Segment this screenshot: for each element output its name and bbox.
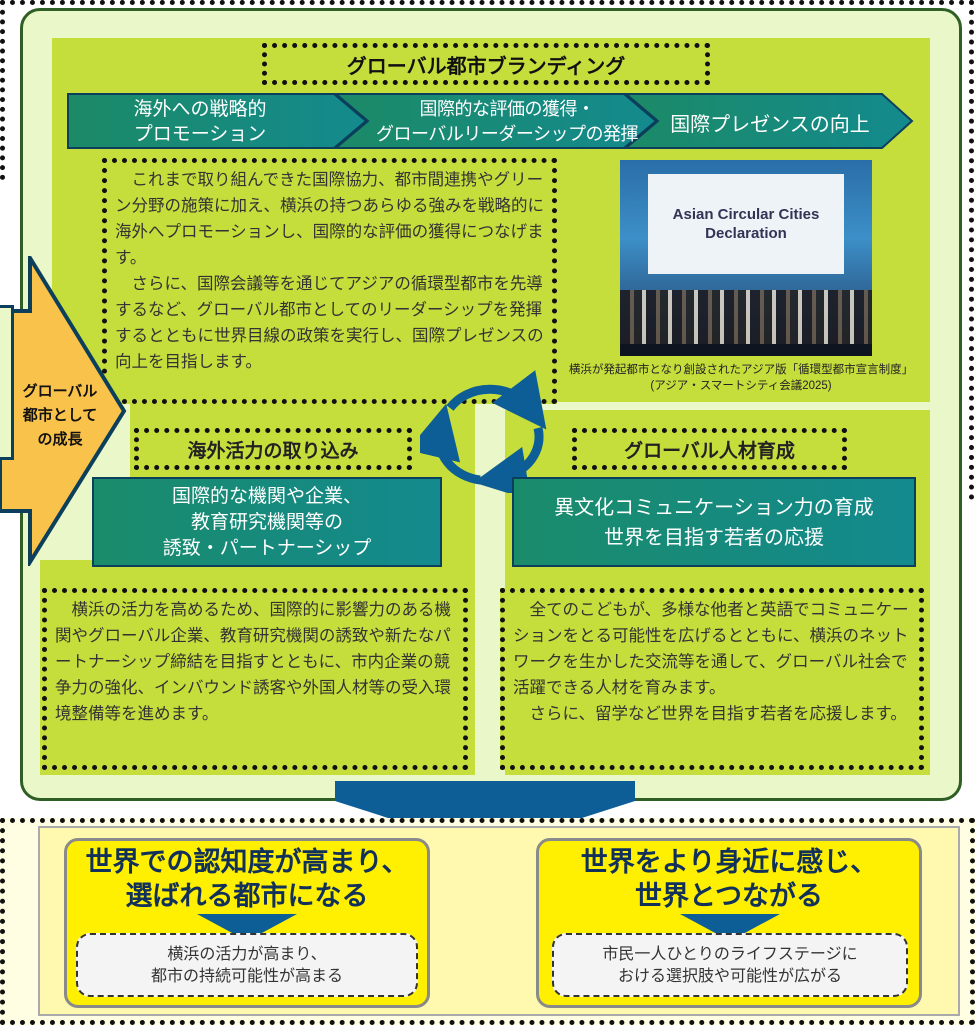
step-1-line1: 海外への戦略的: [133, 99, 267, 120]
growth-line1: グローバル: [22, 383, 98, 400]
result-1-sub-line1: 横浜の活力が高まり、: [167, 944, 327, 963]
branding-paragraphs: これまで取り組んできた国際協力、都市間連携やグリーン分野の施策に加え、横浜の持つ…: [102, 158, 557, 404]
photo-slide: Asian Circular Cities Declaration: [648, 174, 844, 274]
left-paragraph-1: 横浜の活力を高めるため、国際的に影響力のある機関やグローバル企業、教育研究機関の…: [55, 600, 451, 723]
step-2-label: 国際的な評価の獲得・ グローバルリーダーシップの発揮: [362, 94, 652, 150]
step-2-line2: グローバルリーダーシップの発揮: [376, 124, 638, 144]
growth-arrow-tail: [0, 305, 14, 460]
slide-text-1: Asian Circular Cities: [672, 206, 820, 223]
step-2-line1: 国際的な評価の獲得・: [419, 99, 596, 119]
chevron-step-2: [333, 93, 658, 149]
branding-title: グローバル都市ブランディング: [262, 43, 710, 85]
chevron-step-3: [623, 93, 914, 149]
result-1-title-line1: 世界での認知度が高まり、: [85, 847, 409, 877]
right-section-title: グローバル人材育成: [572, 428, 847, 470]
result-2-title-line1: 世界をより身近に感じ、: [580, 847, 878, 877]
left-section-box: 国際的な機関や企業、 教育研究機関等の 誘致・パートナーシップ: [92, 477, 442, 567]
left-section-paragraph: 横浜の活力を高めるため、国際的に影響力のある機関やグローバル企業、教育研究機関の…: [42, 588, 468, 770]
right-box-line2: 世界を目指す若者の応援: [604, 525, 824, 549]
growth-line3: の成長: [37, 431, 83, 448]
photo-caption-line1: 横浜が発起都市となり創設されたアジア版「循環型都市宣言制度」: [568, 364, 914, 376]
right-paragraph-1: 全てのこどもが、多様な他者と英語でコミュニケーションをとる可能性を広げるとともに…: [513, 600, 909, 697]
down-arrow: [335, 781, 635, 849]
top-dotted-border: [0, 0, 975, 5]
cycle-arrows-icon: [420, 370, 547, 493]
growth-arrow-label: グローバル 都市として の成長: [10, 376, 110, 456]
left-box-line2: 教育研究機関等の: [190, 511, 343, 533]
process-chevrons: [67, 93, 914, 149]
result-1-sub-line2: 都市の持続可能性が高まる: [150, 966, 343, 985]
branding-paragraph-2: さらに、国際会議等を通じてアジアの循環型都市を先導するなど、グローバル都市として…: [115, 274, 544, 371]
left-section-title: 海外活力の取り込み: [134, 428, 412, 470]
result-2-title: 世界をより身近に感じ、 世界とつながる: [536, 842, 922, 916]
results-area-left-border: [0, 818, 5, 1025]
growth-line2: 都市として: [22, 407, 98, 424]
right-section-paragraphs: 全てのこどもが、多様な他者と英語でコミュニケーションをとる可能性を広げるとともに…: [500, 588, 924, 770]
result-2-title-line2: 世界とつながる: [635, 881, 823, 911]
chevron-step-1: [67, 93, 368, 149]
right-section-title-text: グローバル人材育成: [624, 440, 795, 462]
right-paragraph-2: さらに、留学など世界を目指す若者を応援します。: [529, 704, 907, 723]
result-1-sub: 横浜の活力が高まり、 都市の持続可能性が高まる: [76, 933, 418, 997]
left-box-line3: 誘致・パートナーシップ: [162, 537, 372, 559]
growth-arrow: [0, 256, 127, 566]
left-section-title-text: 海外活力の取り込み: [187, 440, 359, 462]
result-1-title: 世界での認知度が高まり、 選ばれる都市になる: [64, 842, 430, 916]
photo-caption: 横浜が発起都市となり創設されたアジア版「循環型都市宣言制度」 (アジア・スマート…: [556, 357, 926, 399]
left-dotted-border: [0, 0, 5, 180]
right-section-box: 異文化コミュニケーション力の育成 世界を目指す若者の応援: [512, 477, 916, 567]
photo-stage: [620, 344, 872, 356]
left-box-line1: 国際的な機関や企業、: [171, 485, 362, 507]
photo-caption-line2: (アジア・スマートシティ会議2025): [650, 380, 832, 392]
result-2-sub: 市民一人ひとりのライフステージに おける選択肢や可能性が広がる: [552, 933, 908, 997]
step-3-label: 国際プレゼンスの向上: [650, 94, 890, 150]
step-3-line1: 国際プレゼンスの向上: [670, 113, 870, 136]
right-dotted-border: [969, 0, 974, 500]
step-1-label: 海外への戦略的 プロモーション: [80, 94, 320, 150]
result-2-triangle: [680, 914, 780, 941]
result-2-sub-line2: おける選択肢や可能性が広がる: [617, 966, 842, 985]
result-1-triangle: [197, 914, 297, 941]
right-box-line1: 異文化コミュニケーション力の育成: [554, 495, 874, 519]
branding-paragraph-1: これまで取り組んできた国際協力、都市間連携やグリーン分野の施策に加え、横浜の持つ…: [115, 170, 544, 267]
slide-text-2: Declaration: [705, 225, 787, 242]
conference-photo: Asian Circular Cities Declaration: [620, 160, 872, 356]
result-2-sub-line1: 市民一人ひとりのライフステージに: [602, 944, 858, 963]
step-1-line2: プロモーション: [133, 124, 267, 145]
result-1-title-line2: 選ばれる都市になる: [125, 881, 369, 911]
branding-title-text: グローバル都市ブランディング: [346, 55, 626, 78]
